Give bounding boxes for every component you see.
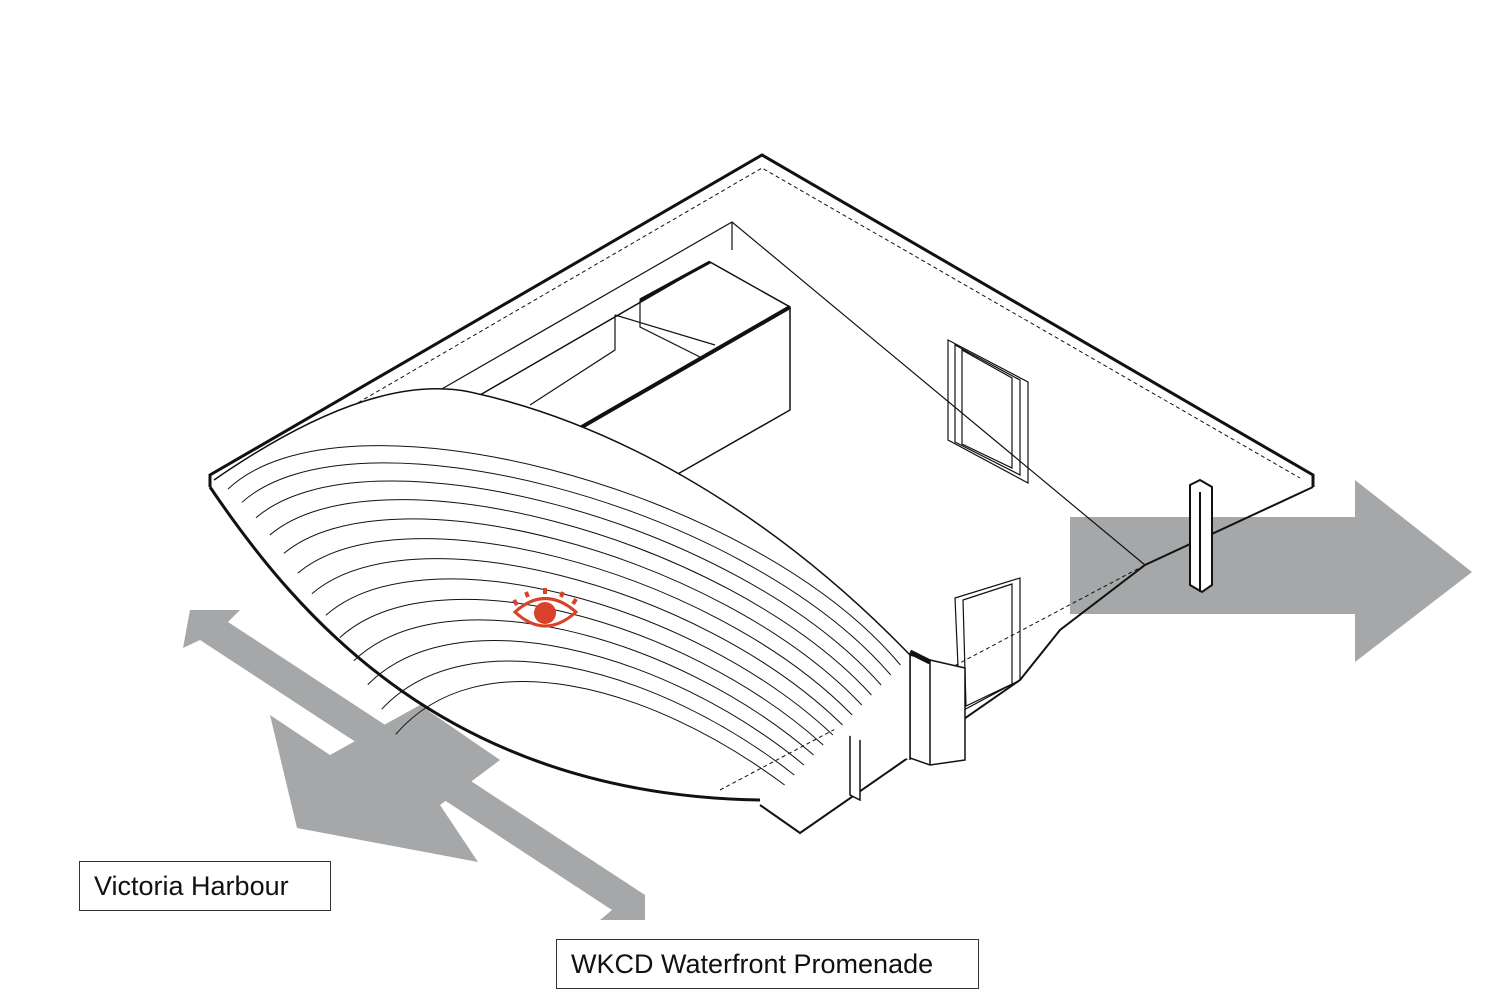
seating-contour bbox=[227, 445, 901, 666]
building bbox=[208, 153, 1315, 835]
promenade-label: WKCD Waterfront Promenade bbox=[556, 939, 979, 989]
seating-contour bbox=[255, 480, 882, 686]
eye-viewpoint-icon bbox=[512, 588, 579, 628]
arrow-down-left-icon bbox=[270, 705, 500, 862]
seating-contour bbox=[283, 518, 863, 706]
seating-contour bbox=[297, 538, 853, 716]
victoria-harbour-label: Victoria Harbour bbox=[79, 861, 331, 911]
seating-contour bbox=[353, 619, 814, 756]
seating-contour bbox=[381, 660, 795, 776]
seating-contour bbox=[241, 462, 892, 676]
seating-contour bbox=[269, 499, 872, 696]
seating-contour bbox=[311, 558, 843, 726]
arrow-right-icon bbox=[1070, 480, 1472, 662]
circulation-arrows bbox=[183, 480, 1472, 920]
seating-contour bbox=[395, 681, 785, 786]
seating-contour bbox=[367, 640, 805, 766]
seating-contour bbox=[339, 599, 824, 746]
